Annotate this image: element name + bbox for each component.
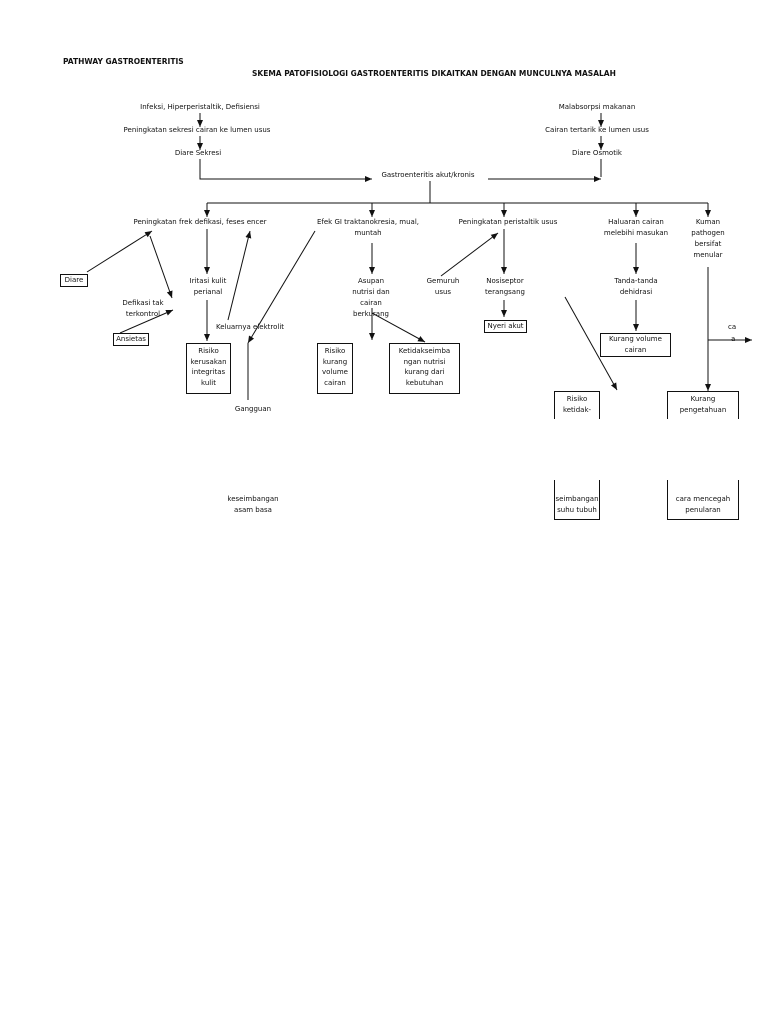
box-ansietas: Ansietas	[113, 333, 149, 346]
node-infeksi: Infeksi, Hiperperistaltik, Defisiensi	[140, 103, 260, 111]
node-gastroenteritis: Gastroenteritis akut/kronis	[381, 171, 475, 179]
node-peningkatan-sekresi: Peningkatan sekresi cairan ke lumen usus	[123, 126, 271, 134]
node-edge-ca: ca	[728, 323, 737, 331]
node-keluarnya-elektrolit: Keluarnya elektrolit	[215, 323, 285, 331]
node-malabsorpsi: Malabsorpsi makanan	[558, 103, 636, 111]
node-edge-a: a	[731, 335, 736, 343]
node-peningkatan-peristaltik: Peningkatan peristaltik usus	[458, 218, 558, 226]
pathway-label: PATHWAY GASTROENTERITIS	[63, 57, 184, 66]
node-peningkatan-frek-defikasi: Peningkatan frek defikasi, feses encer	[133, 218, 267, 226]
box-nyeri-akut: Nyeri akut	[484, 320, 527, 333]
node-efek-gi: Efek GI traktanokresia, mual,muntah	[316, 218, 420, 237]
diagram-title: SKEMA PATOFISIOLOGI GASTROENTERITIS DIKA…	[252, 69, 616, 78]
node-cairan-tertarik: Cairan tertarik ke lumen usus	[545, 126, 649, 134]
node-diare-osmotik: Diare Osmotik	[572, 149, 622, 157]
box-diare: Diare	[60, 274, 88, 287]
node-gangguan: Gangguan	[234, 405, 272, 413]
page-gap	[0, 419, 768, 491]
node-diare-sekresi: Diare Sekresi	[174, 149, 222, 157]
